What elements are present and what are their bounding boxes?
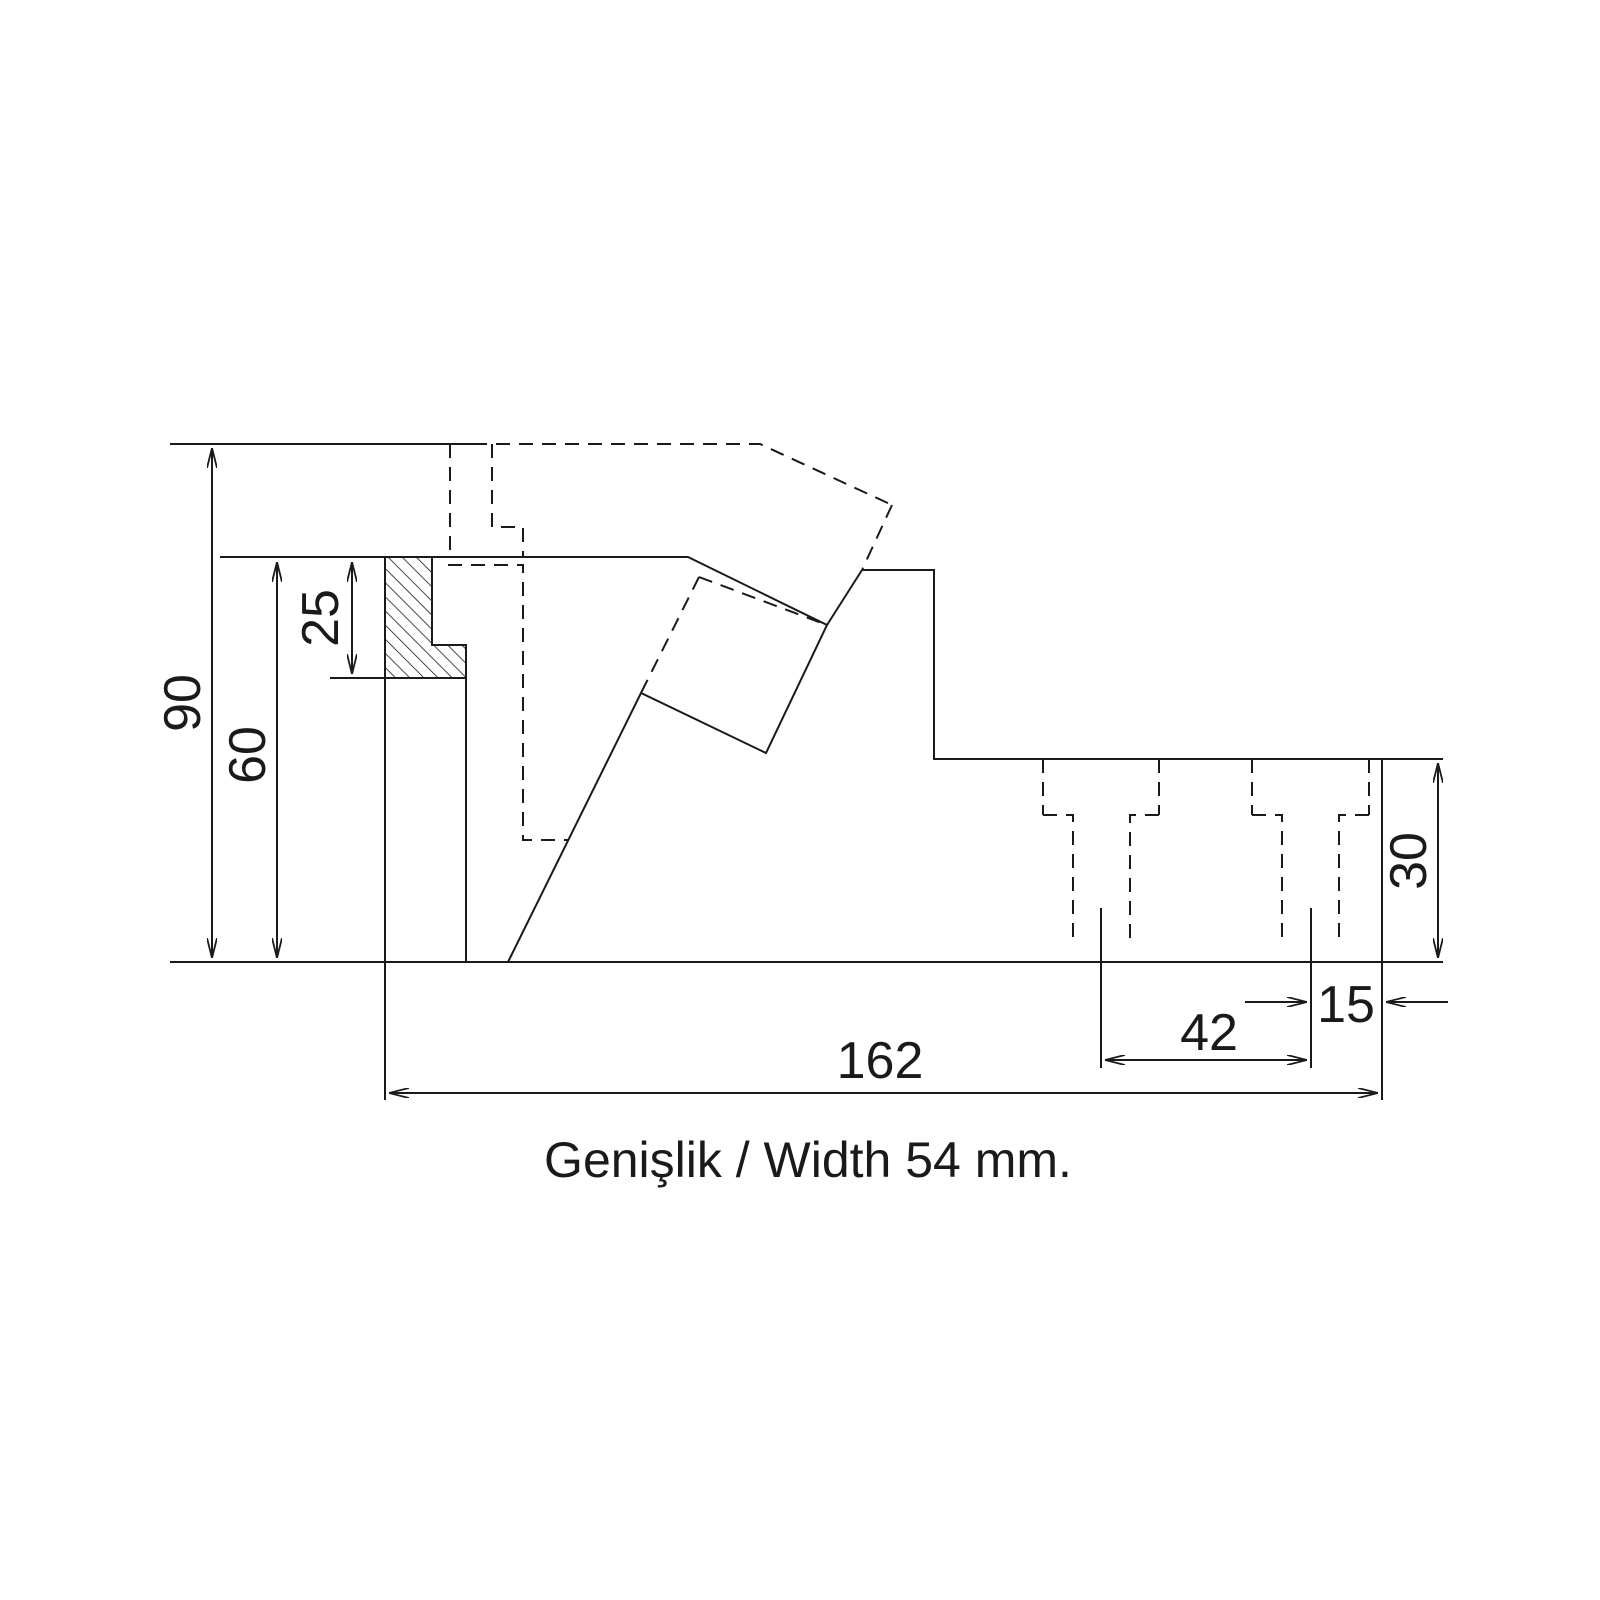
dim-label-height-outlet: 30 xyxy=(1380,832,1438,890)
hidden-lines-holes xyxy=(1042,759,1370,945)
width-caption: Genişlik / Width 54 mm. xyxy=(544,1132,1072,1188)
dim-label-edge-offset: 15 xyxy=(1317,976,1375,1034)
dim-label-length-total: 162 xyxy=(837,1032,924,1090)
body-back-step xyxy=(862,569,1382,760)
dim-label-height-mount: 25 xyxy=(292,589,350,647)
dim-label-height-body: 60 xyxy=(219,726,277,784)
mount-section-hatched xyxy=(384,556,467,679)
hidden-lines-upper xyxy=(448,443,893,841)
body-outline xyxy=(432,556,829,963)
body-front-slope xyxy=(826,569,863,626)
dim-label-hole-spacing: 42 xyxy=(1180,1004,1238,1062)
dim-label-height-total: 90 xyxy=(154,674,212,732)
